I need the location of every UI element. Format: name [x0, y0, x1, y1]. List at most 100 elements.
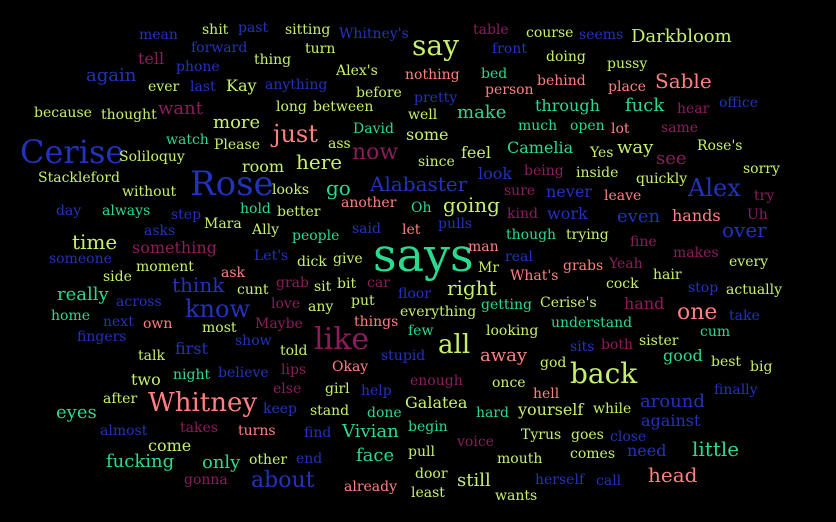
word: end [296, 451, 323, 467]
word: sit [314, 279, 332, 295]
word: Uh [747, 207, 768, 223]
word: doing [546, 49, 586, 65]
word: between [313, 99, 374, 115]
word: just [273, 120, 318, 148]
word: stop [688, 280, 719, 296]
word: place [608, 79, 646, 95]
word: girl [325, 381, 350, 397]
word: looking [486, 323, 539, 339]
word: pretty [414, 90, 458, 106]
word: things [354, 314, 399, 330]
word: Sable [655, 69, 712, 93]
word: show [235, 333, 272, 349]
word: only [202, 452, 241, 473]
word: Mr [478, 260, 500, 276]
word: close [610, 429, 647, 445]
word: actually [726, 282, 783, 298]
word: now [352, 140, 399, 165]
word: said [352, 221, 381, 237]
word: call [596, 473, 622, 489]
word: against [641, 411, 701, 430]
word: goes [571, 427, 604, 443]
word: back [570, 357, 638, 390]
word: go [326, 176, 351, 200]
word: last [190, 79, 216, 95]
word: hold [240, 201, 271, 217]
word: fingers [77, 329, 127, 345]
word: moment [136, 259, 194, 275]
word: some [406, 125, 449, 144]
word: most [202, 320, 237, 336]
word: Stackleford [38, 170, 120, 186]
word: Maybe [255, 316, 303, 332]
word: behind [537, 73, 586, 89]
word: Okay [332, 359, 369, 375]
word: phone [176, 59, 220, 75]
word: finally [714, 382, 758, 398]
word: sure [504, 183, 536, 199]
word: let [402, 222, 421, 238]
word: quickly [636, 171, 688, 187]
word: give [333, 251, 363, 267]
word: believe [218, 365, 269, 381]
word: mean [139, 27, 178, 43]
word: more [213, 112, 261, 133]
word: night [173, 367, 211, 383]
word: about [251, 468, 315, 493]
word: cum [700, 324, 731, 340]
word: like [314, 322, 370, 357]
word: say [412, 29, 459, 62]
word: Rose's [697, 138, 743, 154]
word: yourself [518, 400, 584, 419]
word: getting [481, 297, 532, 313]
word: thought [101, 107, 157, 123]
word: find [304, 425, 332, 441]
word: Darkbloom [631, 26, 732, 47]
word: Mara [204, 216, 242, 232]
word: cock [606, 276, 639, 292]
word: person [485, 82, 534, 98]
word: good [663, 346, 703, 365]
word: grab [276, 275, 309, 291]
word: all [438, 330, 471, 360]
word: Tyrus [521, 427, 562, 443]
word: know [185, 295, 250, 323]
word: another [341, 195, 397, 211]
word: people [292, 228, 340, 244]
word: office [719, 95, 758, 111]
word: Whitney [148, 388, 258, 418]
word: few [408, 323, 434, 339]
word: hair [653, 267, 682, 283]
word: else [273, 381, 302, 397]
word: man [468, 239, 499, 255]
word: Yes [590, 145, 614, 161]
word: takes [180, 420, 218, 436]
word: watch [166, 132, 209, 148]
word: sits [570, 339, 595, 355]
word: best [711, 354, 742, 370]
word: makes [673, 245, 719, 261]
word: god [540, 355, 567, 371]
word: keep [263, 401, 298, 417]
word: floor [398, 286, 431, 302]
word: stand [310, 403, 350, 419]
word: always [102, 203, 151, 219]
word: really [57, 284, 109, 305]
word: through [535, 96, 600, 115]
word: front [492, 41, 527, 57]
word: gonna [184, 472, 228, 488]
word: cunt [237, 282, 269, 298]
word: make [457, 102, 507, 123]
word: ass [328, 136, 351, 152]
word: fuck [625, 95, 665, 116]
word: table [473, 22, 509, 38]
word: already [344, 479, 398, 495]
word: face [356, 445, 395, 466]
word: same [661, 120, 699, 136]
word: Let's [254, 248, 289, 264]
word: forward [191, 40, 248, 56]
word: Ally [252, 222, 279, 238]
word: every [729, 254, 769, 270]
word: little [692, 437, 740, 461]
